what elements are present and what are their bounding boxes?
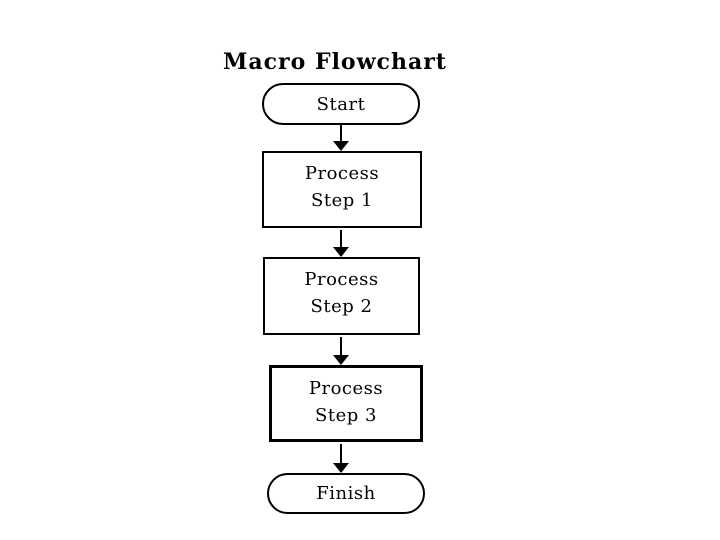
node-process-step1: Process Step 1 <box>262 151 422 228</box>
arrowhead-down-icon <box>333 141 349 151</box>
node-step1-label-line1: Process <box>304 163 380 184</box>
diagram-title: Macro Flowchart <box>223 49 447 75</box>
node-step3-label-line1: Process <box>308 378 384 399</box>
node-step2-label-line2: Step 2 <box>310 296 373 317</box>
arrowhead-down-icon <box>333 247 349 257</box>
node-step1-label-line2: Step 1 <box>311 190 373 211</box>
node-finish-label: Finish <box>316 483 376 504</box>
arrow-stem <box>340 230 342 247</box>
arrow-stem <box>340 444 342 463</box>
arrow-step1-to-step2 <box>332 230 350 257</box>
arrow-step3-to-finish <box>332 444 350 473</box>
node-finish-terminator: Finish <box>267 473 425 514</box>
arrowhead-down-icon <box>333 355 349 365</box>
node-start-label: Start <box>316 93 366 115</box>
node-process-step3: Process Step 3 <box>269 365 423 442</box>
node-step2-label-line1: Process <box>304 269 379 290</box>
arrow-stem <box>340 337 342 355</box>
arrow-stem <box>340 125 342 141</box>
node-step3-label-line2: Step 3 <box>315 405 377 426</box>
arrowhead-down-icon <box>333 463 349 473</box>
arrow-step2-to-step3 <box>332 337 350 365</box>
node-start-terminator: Start <box>262 83 420 125</box>
node-process-step2: Process Step 2 <box>263 257 420 335</box>
arrow-start-to-step1 <box>332 125 350 151</box>
